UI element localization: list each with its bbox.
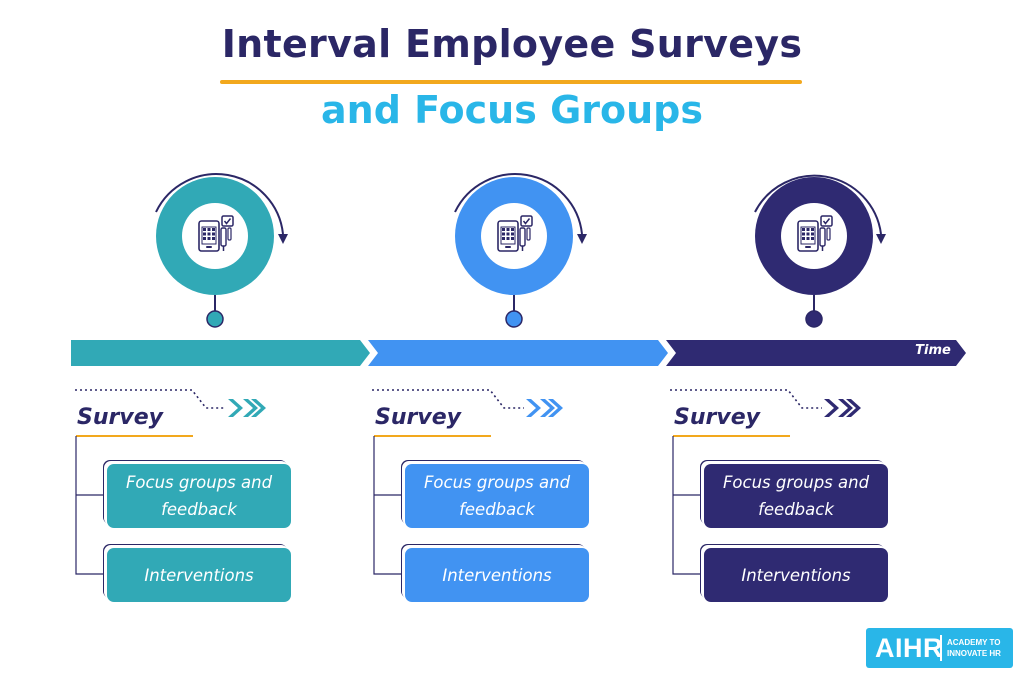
stage-3-focus-groups-box: Focus groups and feedback — [704, 464, 888, 528]
timeline-band — [71, 340, 966, 366]
stage-2-interventions-box: Interventions — [405, 548, 589, 602]
stage-1-survey-label: Survey — [77, 405, 163, 430]
stage-3-node — [754, 174, 886, 328]
stage-3-connectors — [670, 389, 861, 575]
stage-1-focus-groups-box: Focus groups and feedback — [107, 464, 291, 528]
stage-1-node — [155, 173, 288, 328]
stage-2-connectors — [372, 389, 563, 575]
stage-1-interventions-box: Interventions — [107, 548, 291, 602]
title-underline — [220, 80, 802, 84]
stage-3-interventions-box: Interventions — [704, 548, 888, 602]
stage-3-survey-label: Survey — [674, 405, 760, 430]
timeline-label: Time — [915, 343, 951, 358]
aihr-logo: AIHR ACADEMY TO INNOVATE HR — [866, 628, 1013, 668]
title-line-1: Interval Employee Surveys — [221, 22, 803, 66]
stage-2-focus-groups-box: Focus groups and feedback — [405, 464, 589, 528]
stage-2-survey-label: Survey — [375, 405, 461, 430]
logo-tagline-1: ACADEMY TO — [947, 638, 1001, 647]
title-line-2: and Focus Groups — [321, 88, 703, 132]
logo-mark: AIHR — [875, 633, 943, 663]
logo-tagline-2: INNOVATE HR — [947, 649, 1001, 658]
stage-2-node — [454, 173, 587, 328]
logo-divider — [940, 635, 942, 661]
stage-1-connectors — [75, 389, 266, 575]
